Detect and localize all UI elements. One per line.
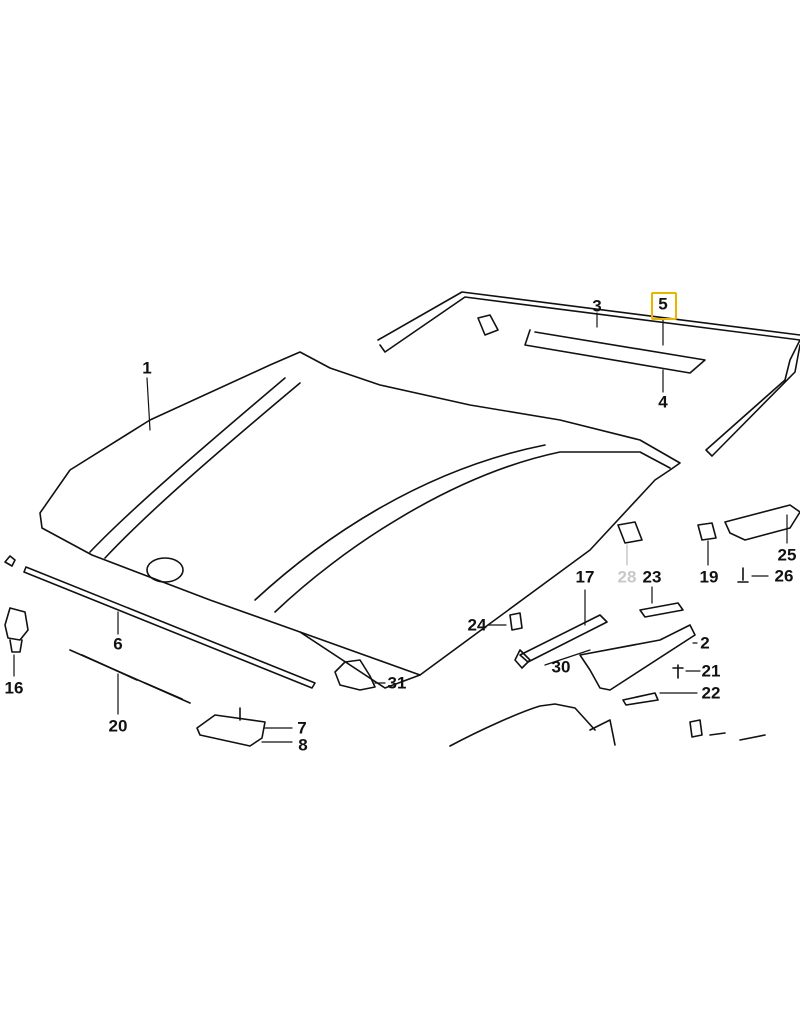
clip-16 <box>4 607 29 677</box>
callout-16[interactable]: 16 <box>4 678 24 698</box>
callout-19[interactable]: 19 <box>699 567 719 587</box>
callout-1[interactable]: 1 <box>142 358 152 378</box>
holder-31 <box>334 659 386 691</box>
hinge-parts <box>449 504 800 747</box>
selected-part-highlight <box>651 292 677 320</box>
callout-23[interactable]: 23 <box>642 567 662 587</box>
callout-17[interactable]: 17 <box>575 567 595 587</box>
callout-7[interactable]: 7 <box>297 718 307 738</box>
lock-assembly <box>196 707 293 747</box>
image-crop-edge <box>0 758 800 1024</box>
callout-6[interactable]: 6 <box>113 634 123 654</box>
callout-24[interactable]: 24 <box>467 615 487 635</box>
callout-30[interactable]: 30 <box>551 657 571 677</box>
callout-26[interactable]: 26 <box>774 566 794 586</box>
callout-3[interactable]: 3 <box>592 296 602 316</box>
callout-21[interactable]: 21 <box>701 661 721 681</box>
callout-28[interactable]: 28 <box>617 567 637 587</box>
cable-rod <box>69 649 191 715</box>
callout-22[interactable]: 22 <box>701 683 721 703</box>
callout-4[interactable]: 4 <box>658 392 668 412</box>
front-seal <box>4 555 316 689</box>
rear-seal <box>377 291 800 457</box>
callout-5-selected[interactable]: 5 <box>658 294 668 314</box>
callout-20[interactable]: 20 <box>108 716 128 736</box>
callout-8[interactable]: 8 <box>298 735 308 755</box>
callout-25[interactable]: 25 <box>777 545 797 565</box>
hood-panel <box>39 351 681 689</box>
callout-2[interactable]: 2 <box>700 633 710 653</box>
callout-31[interactable]: 31 <box>387 673 407 693</box>
